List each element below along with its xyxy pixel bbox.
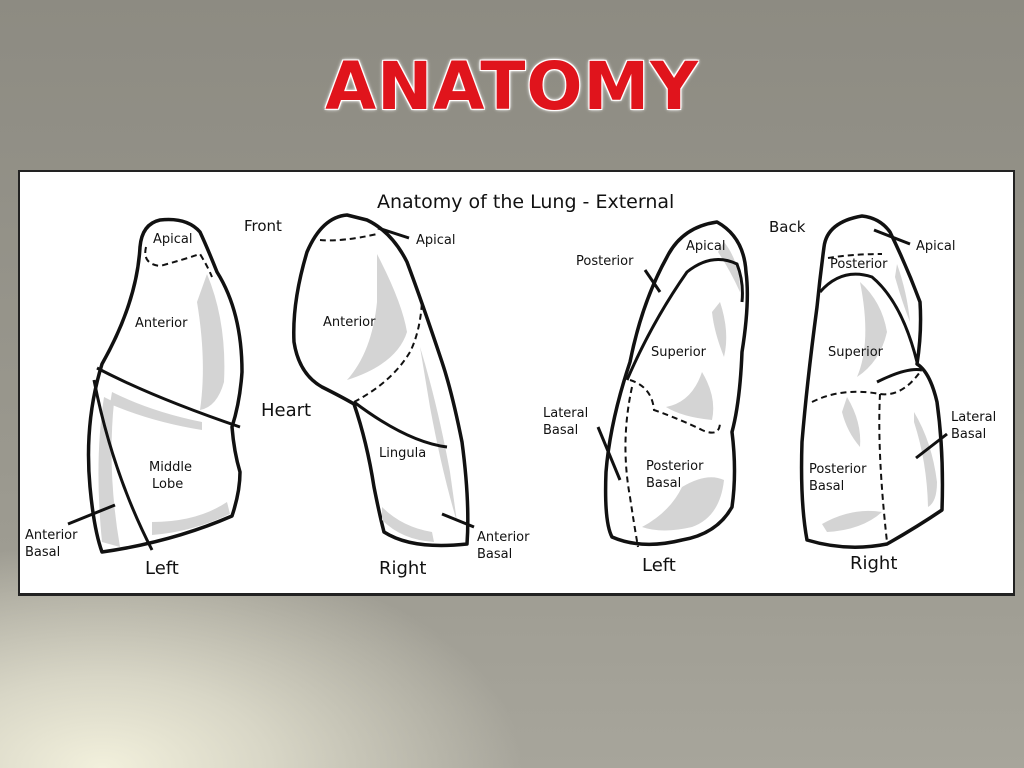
- label-back-left-posterior-basal-1: Posterior: [646, 459, 704, 474]
- label-front-left-apical: Apical: [153, 232, 192, 247]
- back-left-superior-dash: [629, 379, 721, 434]
- label-back-left-superior: Superior: [651, 345, 707, 360]
- back-left-lung: Apical Posterior Superior Lateral Basal …: [543, 220, 750, 576]
- front-right-lung-outline: [292, 213, 470, 548]
- back-right-shade-4: [822, 510, 882, 532]
- back-right-shade-1: [857, 282, 887, 377]
- label-back-right-apical: Apical: [916, 239, 955, 254]
- back-right-lung: Apical Posterior Superior Lateral Basal …: [799, 214, 996, 574]
- label-back-left-lateral-basal-1: Lateral: [543, 406, 588, 421]
- caption-front-left: Left: [145, 558, 179, 579]
- back-left-shade-1: [718, 242, 740, 292]
- label-front-right-anterior-basal-1: Anterior: [477, 530, 530, 545]
- label-back-left-posterior-basal-2: Basal: [646, 476, 681, 491]
- label-front-left-anterior-basal-2: Basal: [25, 545, 60, 560]
- front-right-lung: Apical Anterior Lingula Anterior Basal R…: [292, 213, 530, 579]
- front-left-fissure-2: [92, 379, 154, 551]
- back-left-lateral-pointer: [596, 426, 622, 481]
- back-left-lung-outline: [603, 220, 750, 547]
- back-right-shade-5: [895, 264, 910, 322]
- caption-back-right: Right: [850, 553, 897, 574]
- back-right-shade-3: [914, 412, 937, 507]
- label-front-right-anterior-basal-2: Basal: [477, 547, 512, 562]
- back-right-basal-dash: [878, 393, 888, 543]
- back-right-apical-pointer: [873, 228, 911, 246]
- lung-diagram-svg: Apical Anterior Middle Lobe Anterior Bas…: [25, 191, 996, 579]
- label-back-right-lateral-basal-2: Basal: [951, 427, 986, 442]
- front-left-shade-3: [152, 502, 230, 535]
- back-left-shade-3: [642, 477, 724, 531]
- label-front-left-anterior: Anterior: [135, 316, 188, 331]
- label-back-left-lateral-basal-2: Basal: [543, 423, 578, 438]
- label-front-right-anterior: Anterior: [323, 315, 376, 330]
- label-back-right-posterior-basal-1: Posterior: [809, 462, 867, 477]
- slide-title: ANATOMY: [325, 48, 699, 125]
- front-left-apical-dash: [144, 246, 213, 278]
- back-left-posterior-pointer: [643, 269, 662, 293]
- front-right-shade-3: [382, 507, 434, 542]
- back-right-lateral-pointer: [915, 432, 948, 460]
- back-left-fissure: [625, 258, 744, 381]
- front-left-basal-pointer: [67, 503, 116, 526]
- label-front-right-lingula: Lingula: [379, 446, 426, 461]
- back-left-shade-2: [666, 372, 714, 420]
- back-right-fissure-2: [876, 368, 923, 384]
- label-back-left-posterior: Posterior: [576, 254, 634, 269]
- label-front-left-middle-1: Middle: [149, 460, 192, 475]
- front-right-fissure: [353, 400, 448, 449]
- front-right-lingula-dash: [353, 301, 423, 403]
- view-label-back: Back: [769, 218, 806, 236]
- label-back-right-superior: Superior: [828, 345, 884, 360]
- label-back-right-posterior: Posterior: [830, 257, 888, 272]
- caption-front-right: Right: [379, 558, 426, 579]
- label-front-left-middle-2: Lobe: [152, 477, 183, 492]
- back-right-fissure-1: [818, 272, 919, 363]
- caption-back-left: Left: [642, 555, 676, 576]
- back-left-basal-dash: [624, 386, 639, 548]
- front-right-shade-2: [420, 347, 457, 522]
- label-back-right-lateral-basal-1: Lateral: [951, 410, 996, 425]
- front-left-fissure-1: [96, 366, 241, 429]
- back-left-shade-4: [712, 302, 727, 357]
- front-right-basal-pointer: [441, 512, 475, 529]
- label-front-right-apical: Apical: [416, 233, 455, 248]
- front-right-shade-1: [347, 254, 407, 380]
- back-right-lung-outline: [799, 214, 945, 549]
- front-right-apical-pointer: [377, 226, 410, 240]
- lung-anatomy-figure: Apical Anterior Middle Lobe Anterior Bas…: [18, 170, 1015, 596]
- label-back-right-posterior-basal-2: Basal: [809, 479, 844, 494]
- view-label-front: Front: [244, 217, 282, 235]
- figure-title: Anatomy of the Lung - External: [377, 191, 674, 213]
- heart-label: Heart: [261, 400, 311, 421]
- front-left-shade-1: [197, 274, 225, 410]
- front-left-lung: Apical Anterior Middle Lobe Anterior Bas…: [25, 217, 244, 579]
- label-front-left-anterior-basal-1: Anterior: [25, 528, 78, 543]
- label-back-left-apical: Apical: [686, 239, 725, 254]
- back-right-superior-dash: [811, 371, 921, 403]
- front-right-apical-dash: [319, 233, 378, 242]
- front-left-shade-4: [110, 392, 202, 430]
- back-right-apical-dash: [827, 253, 883, 259]
- back-right-shade-2: [842, 397, 861, 447]
